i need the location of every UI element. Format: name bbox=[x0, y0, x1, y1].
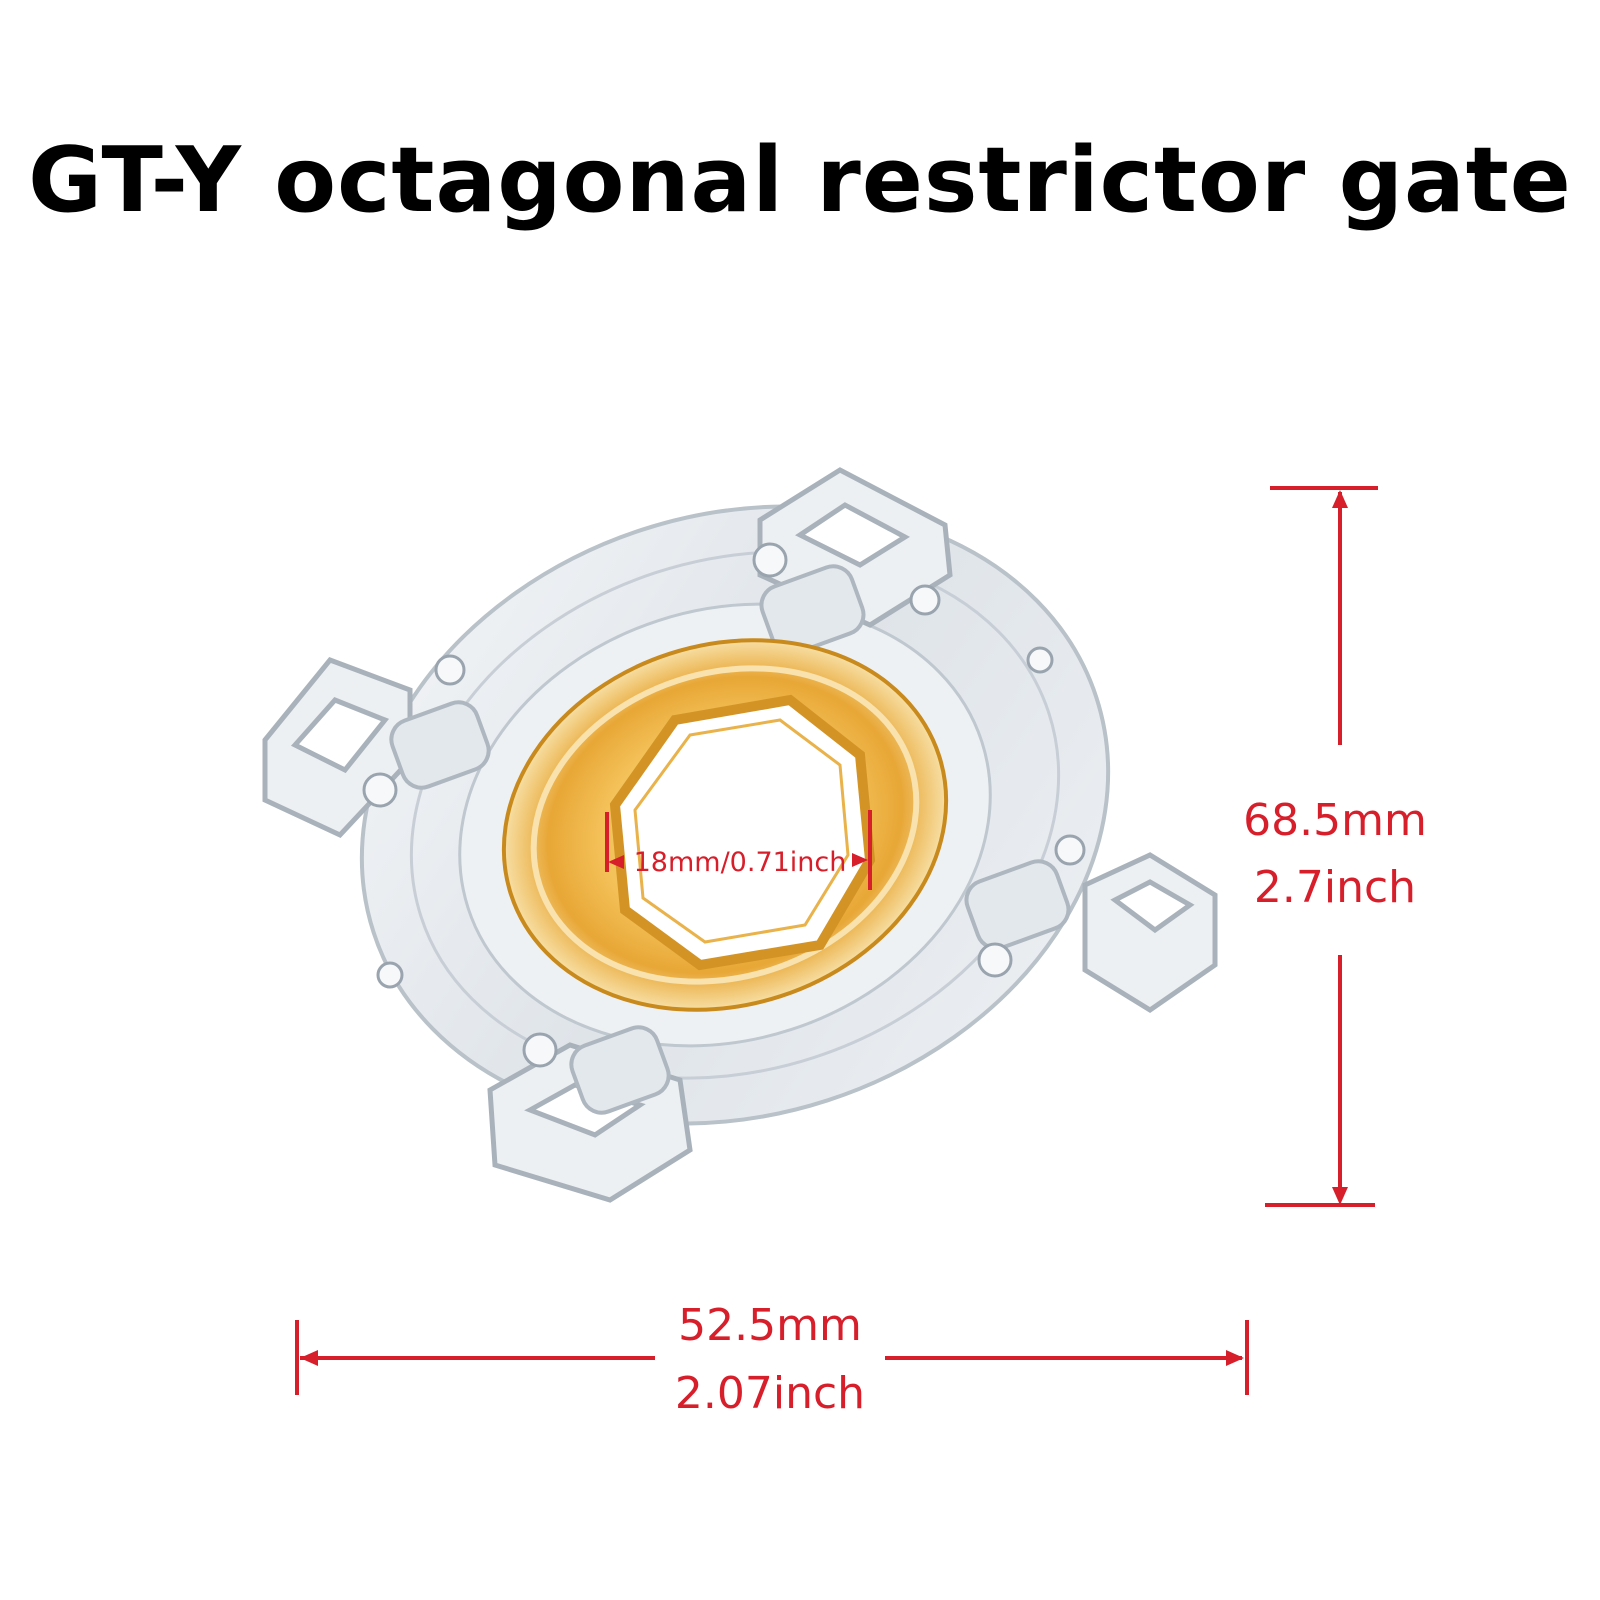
height-dimension: 68.5mm 2.7inch bbox=[1243, 486, 1427, 1207]
octagonal-gate-insert bbox=[501, 638, 949, 1012]
height-inch-label: 2.7inch bbox=[1254, 862, 1416, 913]
inner-diameter-label: 18mm/0.71inch bbox=[634, 847, 847, 878]
mounting-tab-right bbox=[1082, 852, 1218, 1013]
inner-diameter-dimension: 18mm/0.71inch bbox=[605, 810, 872, 890]
width-inch-label: 2.07inch bbox=[675, 1368, 865, 1419]
width-mm-label: 52.5mm bbox=[678, 1300, 862, 1351]
page-title: GT-Y octagonal restrictor gate bbox=[28, 128, 1572, 233]
width-dimension: 52.5mm 2.07inch bbox=[295, 1300, 1249, 1419]
switch-pockets bbox=[389, 564, 1071, 1115]
height-mm-label: 68.5mm bbox=[1243, 795, 1427, 846]
pegs bbox=[362, 542, 1086, 1068]
outer-ring-inner-edge bbox=[409, 550, 1061, 1080]
